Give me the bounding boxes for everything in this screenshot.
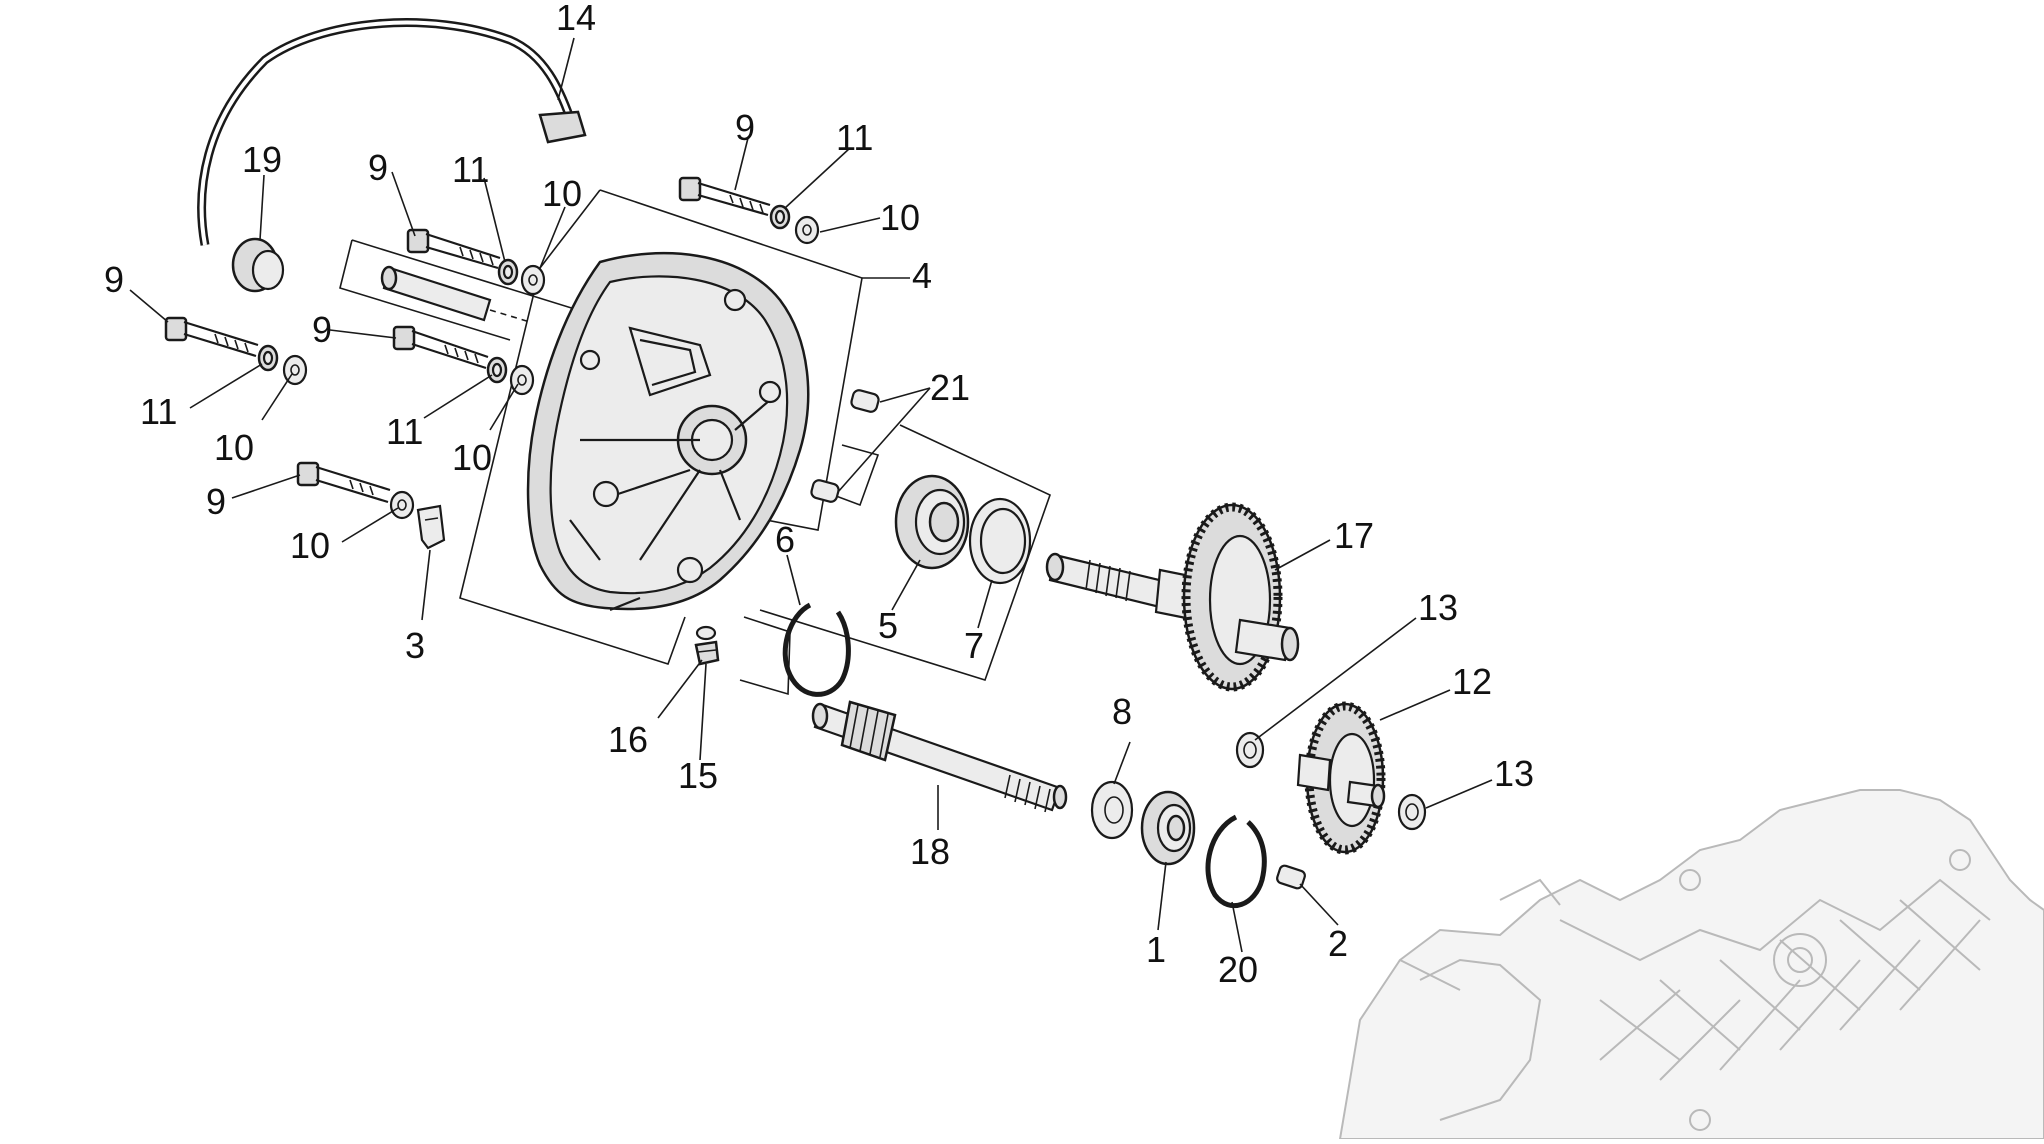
callout-9: 9 xyxy=(735,107,755,148)
grommet xyxy=(231,237,285,293)
bearing-5 xyxy=(894,474,970,570)
callout-13: 13 xyxy=(1418,587,1458,628)
callout-11: 11 xyxy=(836,117,873,158)
oil-seal-7 xyxy=(968,497,1032,585)
transmission-cover xyxy=(526,251,810,612)
bolt-far-left xyxy=(164,316,259,358)
callout-9: 9 xyxy=(368,147,388,188)
dowel-pins xyxy=(810,389,880,503)
callout-numbers: 14 19 9 11 10 9 11 10 4 9 9 11 10 11 10 … xyxy=(104,0,1534,990)
cable-harness xyxy=(197,18,587,246)
gear-shaft-17 xyxy=(1045,502,1300,692)
primary-shaft-18 xyxy=(811,700,1068,813)
callout-17: 17 xyxy=(1334,515,1374,556)
callout-12: 12 xyxy=(1452,661,1492,702)
callout-2: 2 xyxy=(1328,923,1348,964)
cable-clip xyxy=(416,504,446,550)
thrust-washer-8 xyxy=(1090,780,1134,840)
drain-plug xyxy=(694,625,720,666)
callout-21: 21 xyxy=(930,367,970,408)
bush-2 xyxy=(1276,864,1306,890)
callout-7: 7 xyxy=(964,625,984,666)
callout-10: 10 xyxy=(542,173,582,214)
dowel-sleeve xyxy=(380,265,531,323)
callout-11: 11 xyxy=(386,411,423,452)
bolt-mid-left xyxy=(392,325,489,370)
callout-15: 15 xyxy=(678,755,718,796)
bolt-top-center xyxy=(678,176,771,217)
callout-1: 1 xyxy=(1146,929,1166,970)
callout-8: 8 xyxy=(1112,691,1132,732)
shims-13 xyxy=(1235,731,1427,831)
callout-9: 9 xyxy=(104,259,124,300)
callout-18: 18 xyxy=(910,831,950,872)
leader-lines xyxy=(129,37,1493,953)
callout-3: 3 xyxy=(405,625,425,666)
callout-13: 13 xyxy=(1494,753,1534,794)
callout-10: 10 xyxy=(290,525,330,566)
callout-20: 20 xyxy=(1218,949,1258,990)
bearing-1 xyxy=(1140,790,1196,866)
callout-6: 6 xyxy=(775,519,795,560)
callout-9: 9 xyxy=(206,481,226,522)
callout-16: 16 xyxy=(608,719,648,760)
callout-14: 14 xyxy=(556,0,596,38)
callout-4: 4 xyxy=(912,255,932,296)
callout-5: 5 xyxy=(878,605,898,646)
callout-11: 11 xyxy=(140,391,177,432)
callout-11: 11 xyxy=(452,149,489,190)
callout-10: 10 xyxy=(880,197,920,238)
callout-10: 10 xyxy=(214,427,254,468)
bolts xyxy=(164,176,771,504)
callout-19: 19 xyxy=(242,139,282,180)
intermediate-gear-12 xyxy=(1296,701,1386,855)
washers xyxy=(257,204,820,520)
callout-9: 9 xyxy=(312,309,332,350)
callout-10: 10 xyxy=(452,437,492,478)
bolt-upper-left xyxy=(406,228,501,270)
crankcase-ghost xyxy=(1338,789,2044,1140)
bolt-lower-left xyxy=(296,461,391,504)
circlip-20 xyxy=(1205,814,1267,909)
circlip-6 xyxy=(782,602,851,697)
